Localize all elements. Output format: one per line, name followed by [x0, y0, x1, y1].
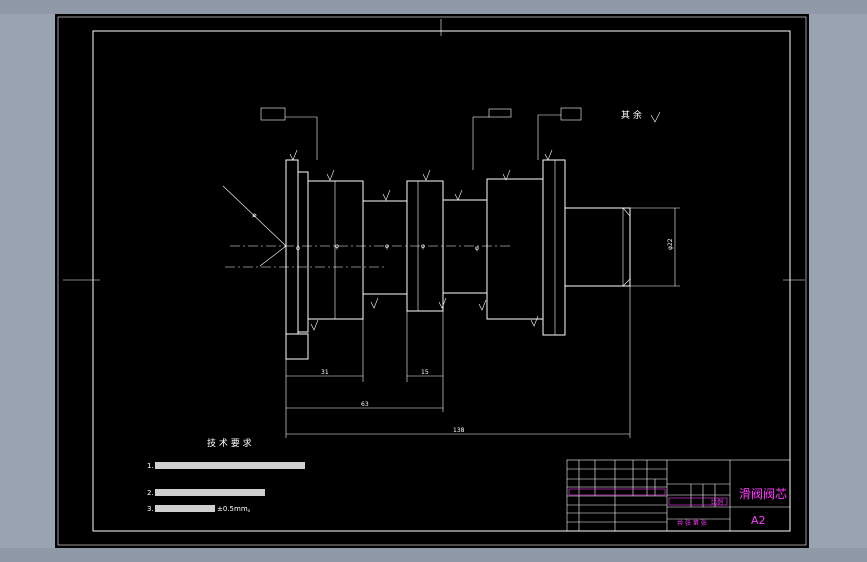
title-block: 滑阀阀芯 A2 比例 共 张 第 张	[566, 459, 791, 532]
angled-leader: φ	[222, 185, 287, 267]
title-scale-label: 比例	[711, 498, 723, 506]
dimension-63: 63	[285, 382, 444, 412]
svg-text:φ: φ	[385, 243, 389, 250]
svg-text:φ: φ	[475, 245, 479, 252]
title-part-name: 滑阀阀芯	[739, 487, 787, 501]
svg-text:φ: φ	[296, 245, 300, 252]
svg-text:技 术 要 求: 技 术 要 求	[207, 437, 252, 449]
svg-text:15: 15	[421, 369, 429, 376]
tolerance-leaders	[260, 107, 582, 170]
sheet-frame-inner	[92, 30, 791, 532]
svg-text:2.: 2.	[147, 489, 154, 497]
diameter-labels: φ φ φ φ φ	[296, 243, 479, 252]
roughness-symbols	[289, 111, 661, 331]
svg-text:3.: 3.	[147, 505, 154, 513]
stem-diameter-dim: φ22	[630, 207, 680, 287]
viewport-top-edge	[0, 0, 867, 14]
dimension-31: 31	[285, 319, 364, 382]
viewport-bottom-edge	[0, 548, 867, 562]
svg-text:31: 31	[321, 369, 329, 376]
dimension-138: 138	[285, 286, 631, 438]
other-roughness-label: 其 余	[621, 109, 642, 121]
technical-requirements: 技 术 要 求 1. 2. 3. ±0.5mm。	[147, 437, 305, 513]
title-sheet-size: A2	[751, 514, 766, 527]
drawing-canvas[interactable]: φ22 φ φ φ φ φ	[55, 14, 809, 548]
shaft-outline	[285, 159, 631, 360]
svg-text:138: 138	[453, 427, 465, 434]
dimension-15: 15	[406, 311, 444, 382]
sheet-frame-outer	[57, 16, 807, 546]
svg-text:φ22: φ22	[667, 238, 674, 250]
svg-text:1.: 1.	[147, 462, 154, 470]
drawing-sheet[interactable]: φ22 φ φ φ φ φ	[55, 14, 809, 548]
svg-text:φ: φ	[251, 211, 259, 219]
svg-text:φ: φ	[335, 243, 339, 250]
svg-text:φ: φ	[421, 243, 425, 250]
svg-text:±0.5mm。: ±0.5mm。	[217, 505, 255, 513]
svg-text:63: 63	[361, 401, 369, 408]
title-sheet-label: 共 张 第 张	[677, 519, 707, 527]
